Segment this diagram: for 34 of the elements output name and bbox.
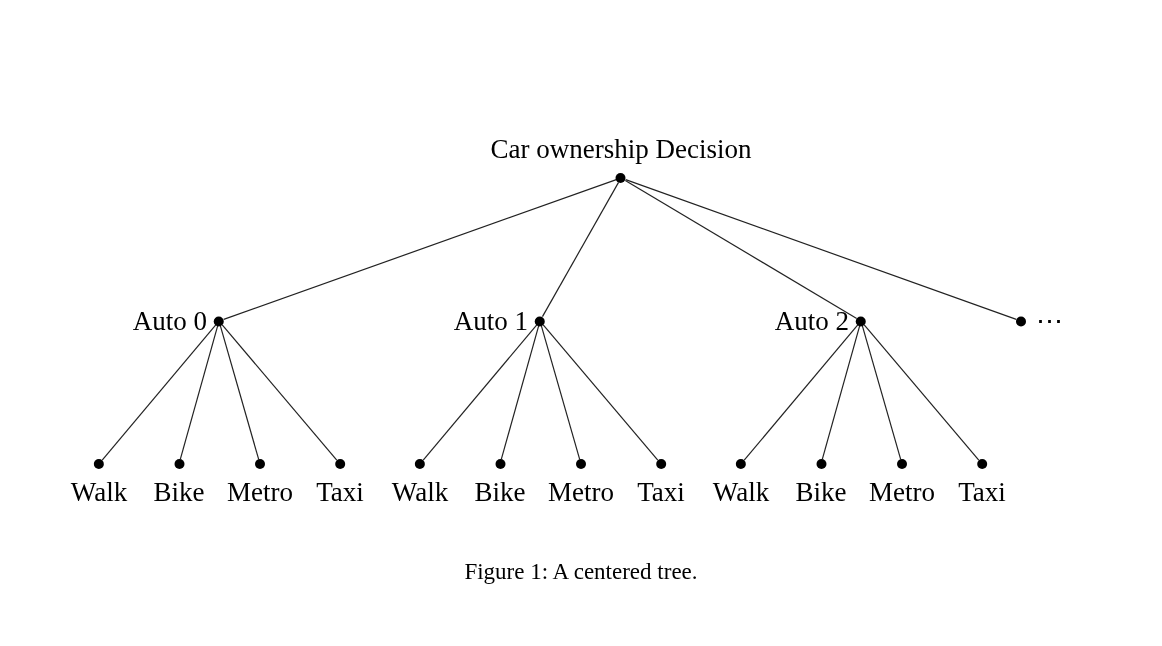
- tree-edge: [219, 325, 260, 460]
- node-label: Taxi: [637, 479, 685, 506]
- node-label: Metro: [548, 479, 614, 506]
- tree-edge: [541, 181, 620, 318]
- node-label: Walk: [712, 479, 770, 506]
- node-label: Auto 2: [774, 307, 849, 335]
- node-label: Car ownership Decision: [490, 136, 752, 163]
- tree-edge: [540, 325, 581, 460]
- tree-edge: [821, 325, 861, 460]
- node-label: Auto 1: [453, 307, 528, 335]
- node-label: Auto 0: [132, 307, 207, 335]
- node-label: Taxi: [316, 479, 364, 506]
- figure-caption: Figure 1: A centered tree.: [464, 560, 698, 583]
- node-label: Metro: [869, 479, 935, 506]
- tree-edge: [861, 325, 902, 460]
- tree-edge: [500, 325, 540, 460]
- tree-edge: [743, 324, 859, 461]
- node-label: Bike: [153, 479, 205, 506]
- tree-edge: [542, 324, 659, 461]
- tree-edge: [101, 324, 217, 461]
- tree-edge: [625, 179, 1017, 320]
- tree-edge: [223, 179, 617, 320]
- tree-edge: [221, 324, 338, 461]
- tree-edge: [422, 324, 538, 461]
- node-label: ⋯: [1036, 307, 1063, 335]
- node-label: Bike: [795, 479, 847, 506]
- node-label: Walk: [70, 479, 128, 506]
- tree-edge: [624, 179, 858, 320]
- tree-edge: [179, 325, 219, 460]
- node-label: Bike: [474, 479, 526, 506]
- node-label: Metro: [227, 479, 293, 506]
- node-label: Taxi: [958, 479, 1006, 506]
- node-label: Walk: [391, 479, 449, 506]
- tree-edge: [863, 324, 980, 461]
